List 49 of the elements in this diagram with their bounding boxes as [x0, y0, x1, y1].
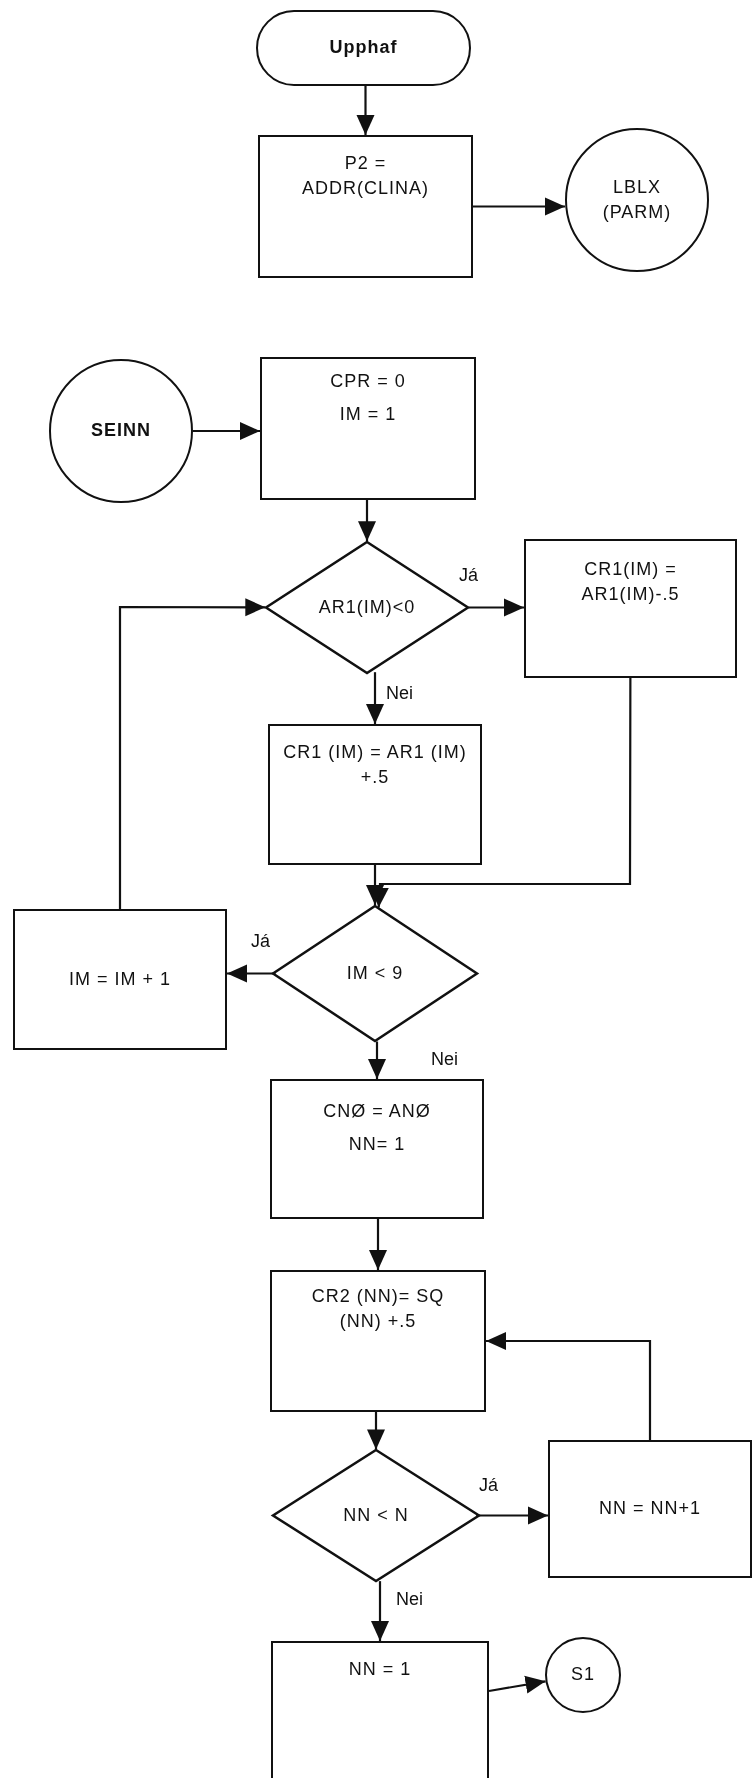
node-text: CPR = 0: [330, 370, 406, 393]
arrow: [486, 1332, 652, 1440]
condition-text: AR1(IM)<0: [318, 595, 416, 619]
decision-diamond: [272, 905, 478, 1042]
node-text: CNØ = ANØ: [323, 1100, 431, 1123]
node-text: IM = 1: [339, 403, 397, 427]
decision-diamond: [272, 1449, 480, 1582]
process-box: [270, 1270, 486, 1412]
node-text: Upphaf: [329, 36, 398, 60]
node-text: LBLX (PARM): [601, 175, 673, 224]
arrow: [468, 598, 524, 617]
arrow: [366, 865, 384, 905]
connector-circle: [545, 1637, 621, 1713]
arrow: [356, 86, 375, 135]
node-text: CR1 (IM) = AR1 (IM) +.5: [282, 741, 468, 790]
process-box: [548, 1440, 752, 1578]
node-text: IM = IM + 1: [69, 967, 171, 991]
arrow: [476, 1506, 548, 1525]
process-box: [270, 1079, 484, 1219]
node-text: S1: [571, 1663, 595, 1687]
node-text: NN= 1: [348, 1133, 406, 1157]
start-terminal: [256, 10, 471, 86]
arrow: [473, 197, 565, 216]
arrow: [371, 1581, 389, 1641]
arrow: [488, 1675, 546, 1694]
arrow: [193, 422, 260, 440]
process-box: [258, 135, 473, 278]
condition-text: IM < 9: [346, 961, 404, 985]
node-text: SEINN: [91, 419, 151, 443]
node-text: CR2 (NN)= SQ (NN) +.5: [310, 1285, 446, 1334]
arrow: [358, 500, 376, 542]
process-box: [268, 724, 482, 865]
connector-circle: [49, 359, 193, 503]
arrow: [366, 672, 384, 724]
process-box: [260, 357, 476, 500]
process-box: [271, 1641, 489, 1778]
arrow: [368, 1041, 386, 1079]
arrow: [367, 1412, 385, 1450]
node-text: P2 = ADDR(CLINA): [301, 152, 430, 201]
process-box: [524, 539, 737, 678]
node-text: NN = NN+1: [598, 1497, 701, 1521]
connector-circle: [565, 128, 709, 272]
arrow: [227, 964, 276, 983]
node-text: CR1(IM) = AR1(IM)-.5: [580, 558, 681, 607]
arrow: [118, 598, 266, 909]
condition-text: NN < N: [343, 1503, 409, 1527]
node-text: NN = 1: [348, 1658, 412, 1681]
process-box: [13, 909, 227, 1050]
arrow: [369, 1219, 387, 1270]
